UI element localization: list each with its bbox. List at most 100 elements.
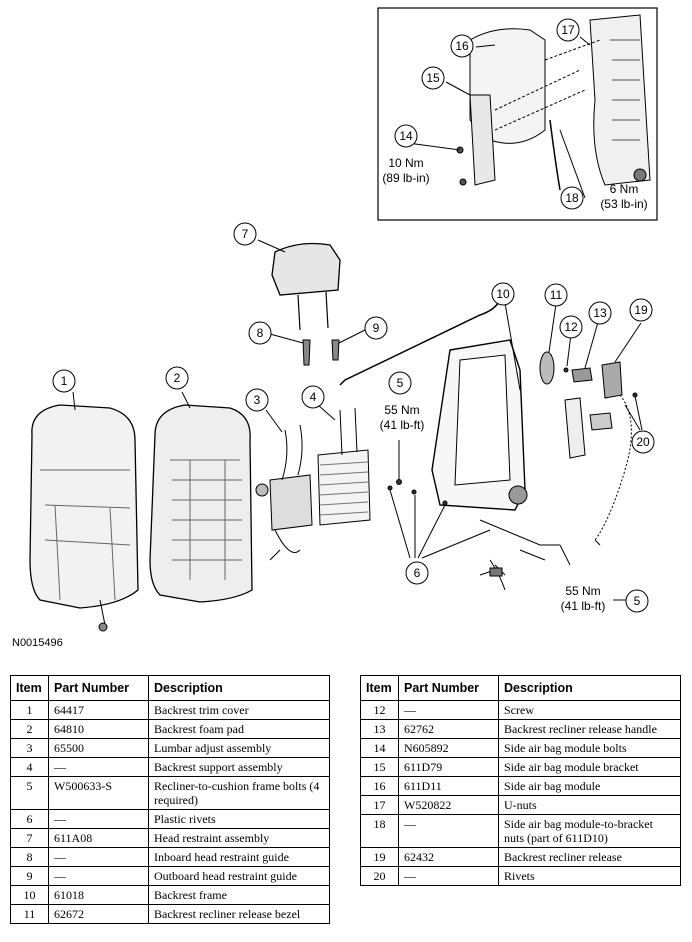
part-number-cell: W500633-S: [48, 776, 149, 810]
part-number-cell: 62762: [398, 719, 499, 739]
part-number-cell: —: [48, 809, 149, 829]
callout-16: 16: [455, 39, 469, 53]
callout-8: 8: [257, 326, 264, 340]
item-cell: 11: [10, 904, 49, 924]
callout-13: 13: [593, 306, 607, 320]
part-number-cell: —: [48, 757, 149, 777]
torque-5a-nm: 55 Nm: [384, 403, 419, 417]
part-number-cell: 65500: [48, 738, 149, 758]
col-part-number: Part Number: [398, 675, 499, 701]
table-row: 20—Rivets: [360, 866, 681, 886]
backrest-support-assembly: [317, 449, 371, 526]
col-description: Description: [498, 675, 681, 701]
col-part-number: Part Number: [48, 675, 149, 701]
item-cell: 17: [360, 795, 399, 815]
torque-5b-nm: 55 Nm: [565, 584, 600, 598]
part-number-cell: 611D79: [398, 757, 499, 777]
item-cell: 4: [10, 757, 49, 777]
description-cell: Lumbar adjust assembly: [148, 738, 330, 758]
callout-circles: [52, 18, 655, 613]
item-cell: 8: [10, 847, 49, 867]
callout-18: 18: [565, 191, 579, 205]
item-cell: 18: [360, 814, 399, 848]
callout-7: 7: [242, 227, 249, 241]
callout-19: 19: [634, 303, 648, 317]
description-cell: U-nuts: [498, 795, 681, 815]
callout-10: 10: [496, 287, 510, 301]
part-number-cell: 64810: [48, 719, 149, 739]
torque-14-lbin: (89 lb-in): [382, 171, 429, 185]
head-restraint: [271, 242, 341, 296]
item-cell: 3: [10, 738, 49, 758]
callout-1: 1: [61, 374, 68, 388]
part-number-cell: 611D11: [398, 776, 499, 796]
inset-box: [377, 7, 658, 221]
description-cell: Backrest recliner release bezel: [148, 904, 330, 924]
description-cell: Recliner-to-cushion frame bolts (4 requi…: [148, 776, 330, 810]
col-item: Item: [360, 675, 399, 701]
description-cell: Backrest support assembly: [148, 757, 330, 777]
callout-15: 15: [426, 71, 440, 85]
item-cell: 14: [360, 738, 399, 758]
torque-18-nm: 6 Nm: [610, 182, 639, 196]
item-cell: 5: [10, 776, 49, 810]
description-cell: Side air bag module: [498, 776, 681, 796]
recliner-release-handle: [571, 367, 593, 383]
part-number-cell: 62432: [398, 847, 499, 867]
callout-20: 20: [636, 435, 650, 449]
part-number-cell: —: [398, 814, 499, 848]
torque-14-nm: 10 Nm: [388, 156, 423, 170]
callout-2: 2: [174, 371, 181, 385]
table-row: 18—Side air bag module-to-bracket nuts (…: [360, 814, 681, 848]
description-cell: Backrest recliner release handle: [498, 719, 681, 739]
table-row: 6—Plastic rivets: [10, 809, 330, 829]
part-number-cell: 64417: [48, 700, 149, 720]
item-cell: 20: [360, 866, 399, 886]
col-item: Item: [10, 675, 49, 701]
col-description: Description: [148, 675, 330, 701]
table-row: 9—Outboard head restraint guide: [10, 866, 330, 886]
recliner-release: [601, 361, 623, 399]
description-cell: Backrest frame: [148, 885, 330, 905]
outboard-guide: [331, 339, 340, 361]
item-cell: 15: [360, 757, 399, 777]
callout-6: 6: [414, 566, 421, 580]
part-number-cell: N605892: [398, 738, 499, 758]
part-number-cell: W520822: [398, 795, 499, 815]
description-cell: Side air bag module bolts: [498, 738, 681, 758]
description-cell: Outboard head restraint guide: [148, 866, 330, 886]
description-cell: Head restraint assembly: [148, 828, 330, 848]
callout-4: 4: [310, 390, 317, 404]
item-cell: 7: [10, 828, 49, 848]
airbag-module-lower: [564, 397, 586, 459]
description-cell: Side air bag module-to-bracket nuts (par…: [498, 814, 681, 848]
torque-5b-lbft: (41 lb-ft): [561, 599, 606, 613]
item-cell: 12: [360, 700, 399, 720]
item-cell: 10: [10, 885, 49, 905]
backrest-foam-pad: [149, 404, 253, 603]
torque-5a-lbft: (41 lb-ft): [380, 418, 425, 432]
table-row: 8—Inboard head restraint guide: [10, 847, 330, 867]
description-cell: Backrest foam pad: [148, 719, 330, 739]
part-number-cell: 62672: [48, 904, 149, 924]
description-cell: Backrest recliner release: [498, 847, 681, 867]
lumbar-adjust-assembly: [269, 474, 313, 531]
exploded-seat-diagram: 1 2 3 4 5 6 7 8 9 10 11 12 13 14 15 16 1…: [29, 7, 658, 632]
item-cell: 1: [10, 700, 49, 720]
part-number-cell: —: [398, 700, 499, 720]
description-cell: Screw: [498, 700, 681, 720]
description-cell: Plastic rivets: [148, 809, 330, 829]
